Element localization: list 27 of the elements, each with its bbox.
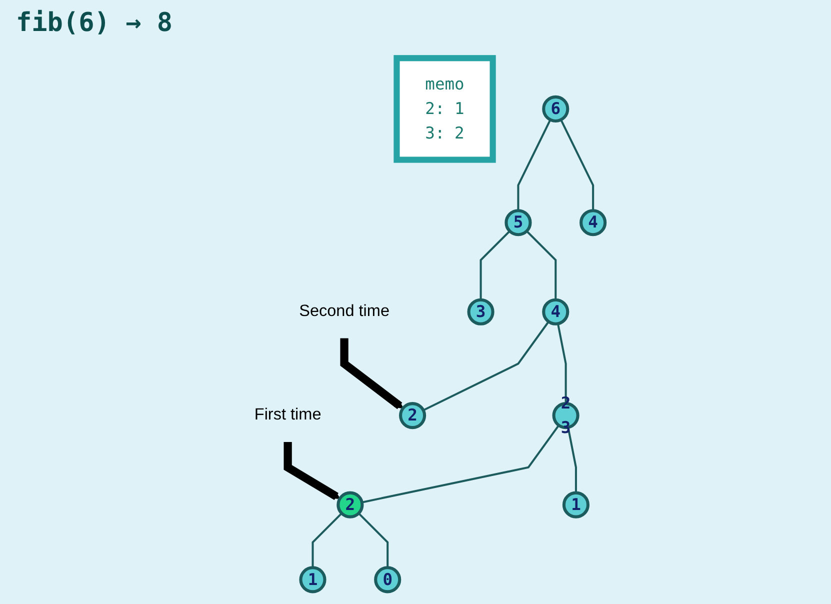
diagram-title: fib(6) → 8 [16,8,173,38]
node-circle: 4 [542,298,570,326]
arrow [284,442,340,500]
node-box: memo 2: 1 3: 2 [394,55,496,163]
node-circle: 1 [299,566,326,594]
connector [362,424,560,504]
connector [517,119,552,211]
connector [480,230,510,300]
node-circle: 0 [374,566,402,594]
node-circle: 2 [336,491,364,518]
node-circle: 2 [399,402,426,430]
node-label: 2 [560,393,571,413]
node-circle: 3 [467,298,494,326]
node-circle: 5 [504,209,532,236]
node-text: First time [254,406,322,424]
node-circle: 6 [542,95,570,122]
connector [556,323,567,404]
connector [358,512,389,568]
connector [560,119,594,211]
connector [422,321,550,412]
arrow [340,338,404,410]
connector [312,512,342,568]
node-text: Second time [299,302,390,320]
node-label: 3 [560,418,571,437]
node-circle: 1 [562,491,590,518]
node-circle: 4 [580,209,607,236]
connector [526,230,557,300]
